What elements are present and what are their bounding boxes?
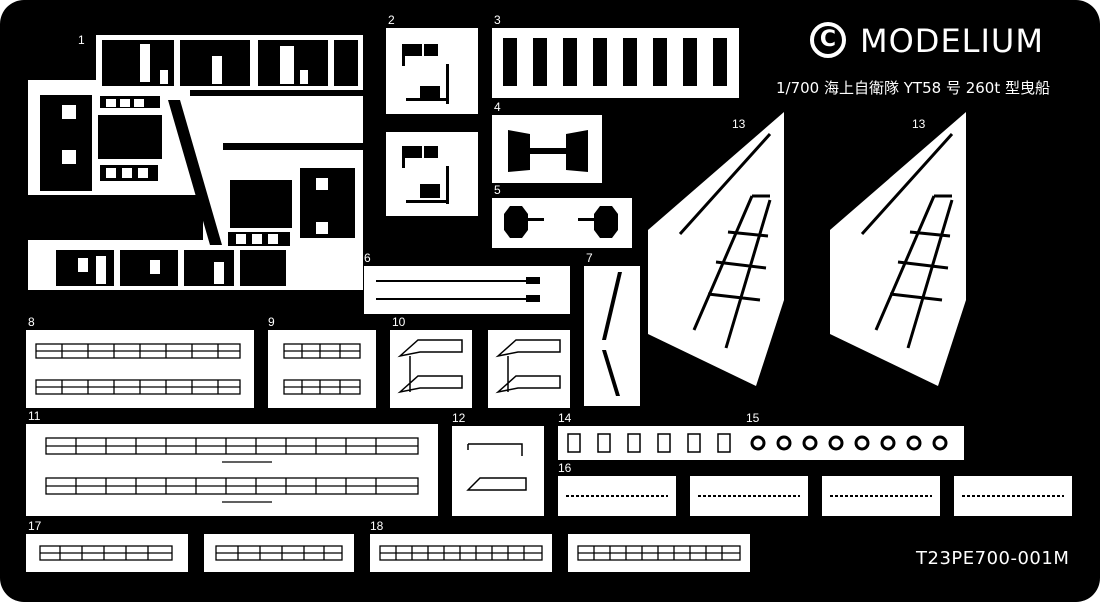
part-1-deck — [28, 35, 363, 290]
brand-name: MODELIUM — [860, 22, 1044, 60]
part-number-3: 3 — [494, 13, 501, 27]
part-number-18: 18 — [370, 519, 384, 533]
part-18 — [370, 534, 750, 572]
part-9 — [268, 330, 376, 408]
part-12 — [452, 426, 544, 516]
part-13-right — [830, 112, 974, 386]
part-number-17: 17 — [28, 519, 42, 533]
part-number-2: 2 — [388, 13, 395, 27]
part-6 — [364, 266, 570, 314]
part-5 — [492, 198, 632, 248]
part-number-13b: 13 — [912, 117, 926, 131]
part-7 — [584, 266, 640, 406]
part-number-9: 9 — [268, 315, 275, 329]
part-number-14: 14 — [558, 411, 572, 425]
part-4 — [492, 115, 602, 183]
part-number-6: 6 — [364, 251, 371, 265]
part-number-15: 15 — [746, 411, 760, 425]
part-number-13a: 13 — [732, 117, 746, 131]
part-3 — [492, 28, 739, 98]
part-number-10: 10 — [392, 315, 406, 329]
part-number-11: 11 — [28, 409, 41, 423]
part-number-1: 1 — [78, 33, 85, 47]
part-8 — [26, 330, 254, 408]
kit-subtitle: 1/700 海上自衛隊 YT58 号 260t 型曳船 — [776, 79, 1050, 97]
part-17 — [26, 534, 354, 572]
part-number-16: 16 — [558, 461, 572, 475]
copyright-icon: C — [810, 22, 846, 58]
part-16 — [558, 476, 1072, 516]
part-number-7: 7 — [586, 251, 593, 265]
part-14-15 — [558, 426, 964, 460]
part-number-4: 4 — [494, 100, 501, 114]
part-number-5: 5 — [494, 183, 501, 197]
part-2 — [386, 28, 478, 216]
part-13-left — [648, 112, 792, 386]
part-11 — [26, 424, 438, 516]
part-number-8: 8 — [28, 315, 35, 329]
part-10 — [390, 330, 570, 408]
part-number-12: 12 — [452, 411, 466, 425]
product-code: T23PE700-001M — [916, 548, 1070, 569]
